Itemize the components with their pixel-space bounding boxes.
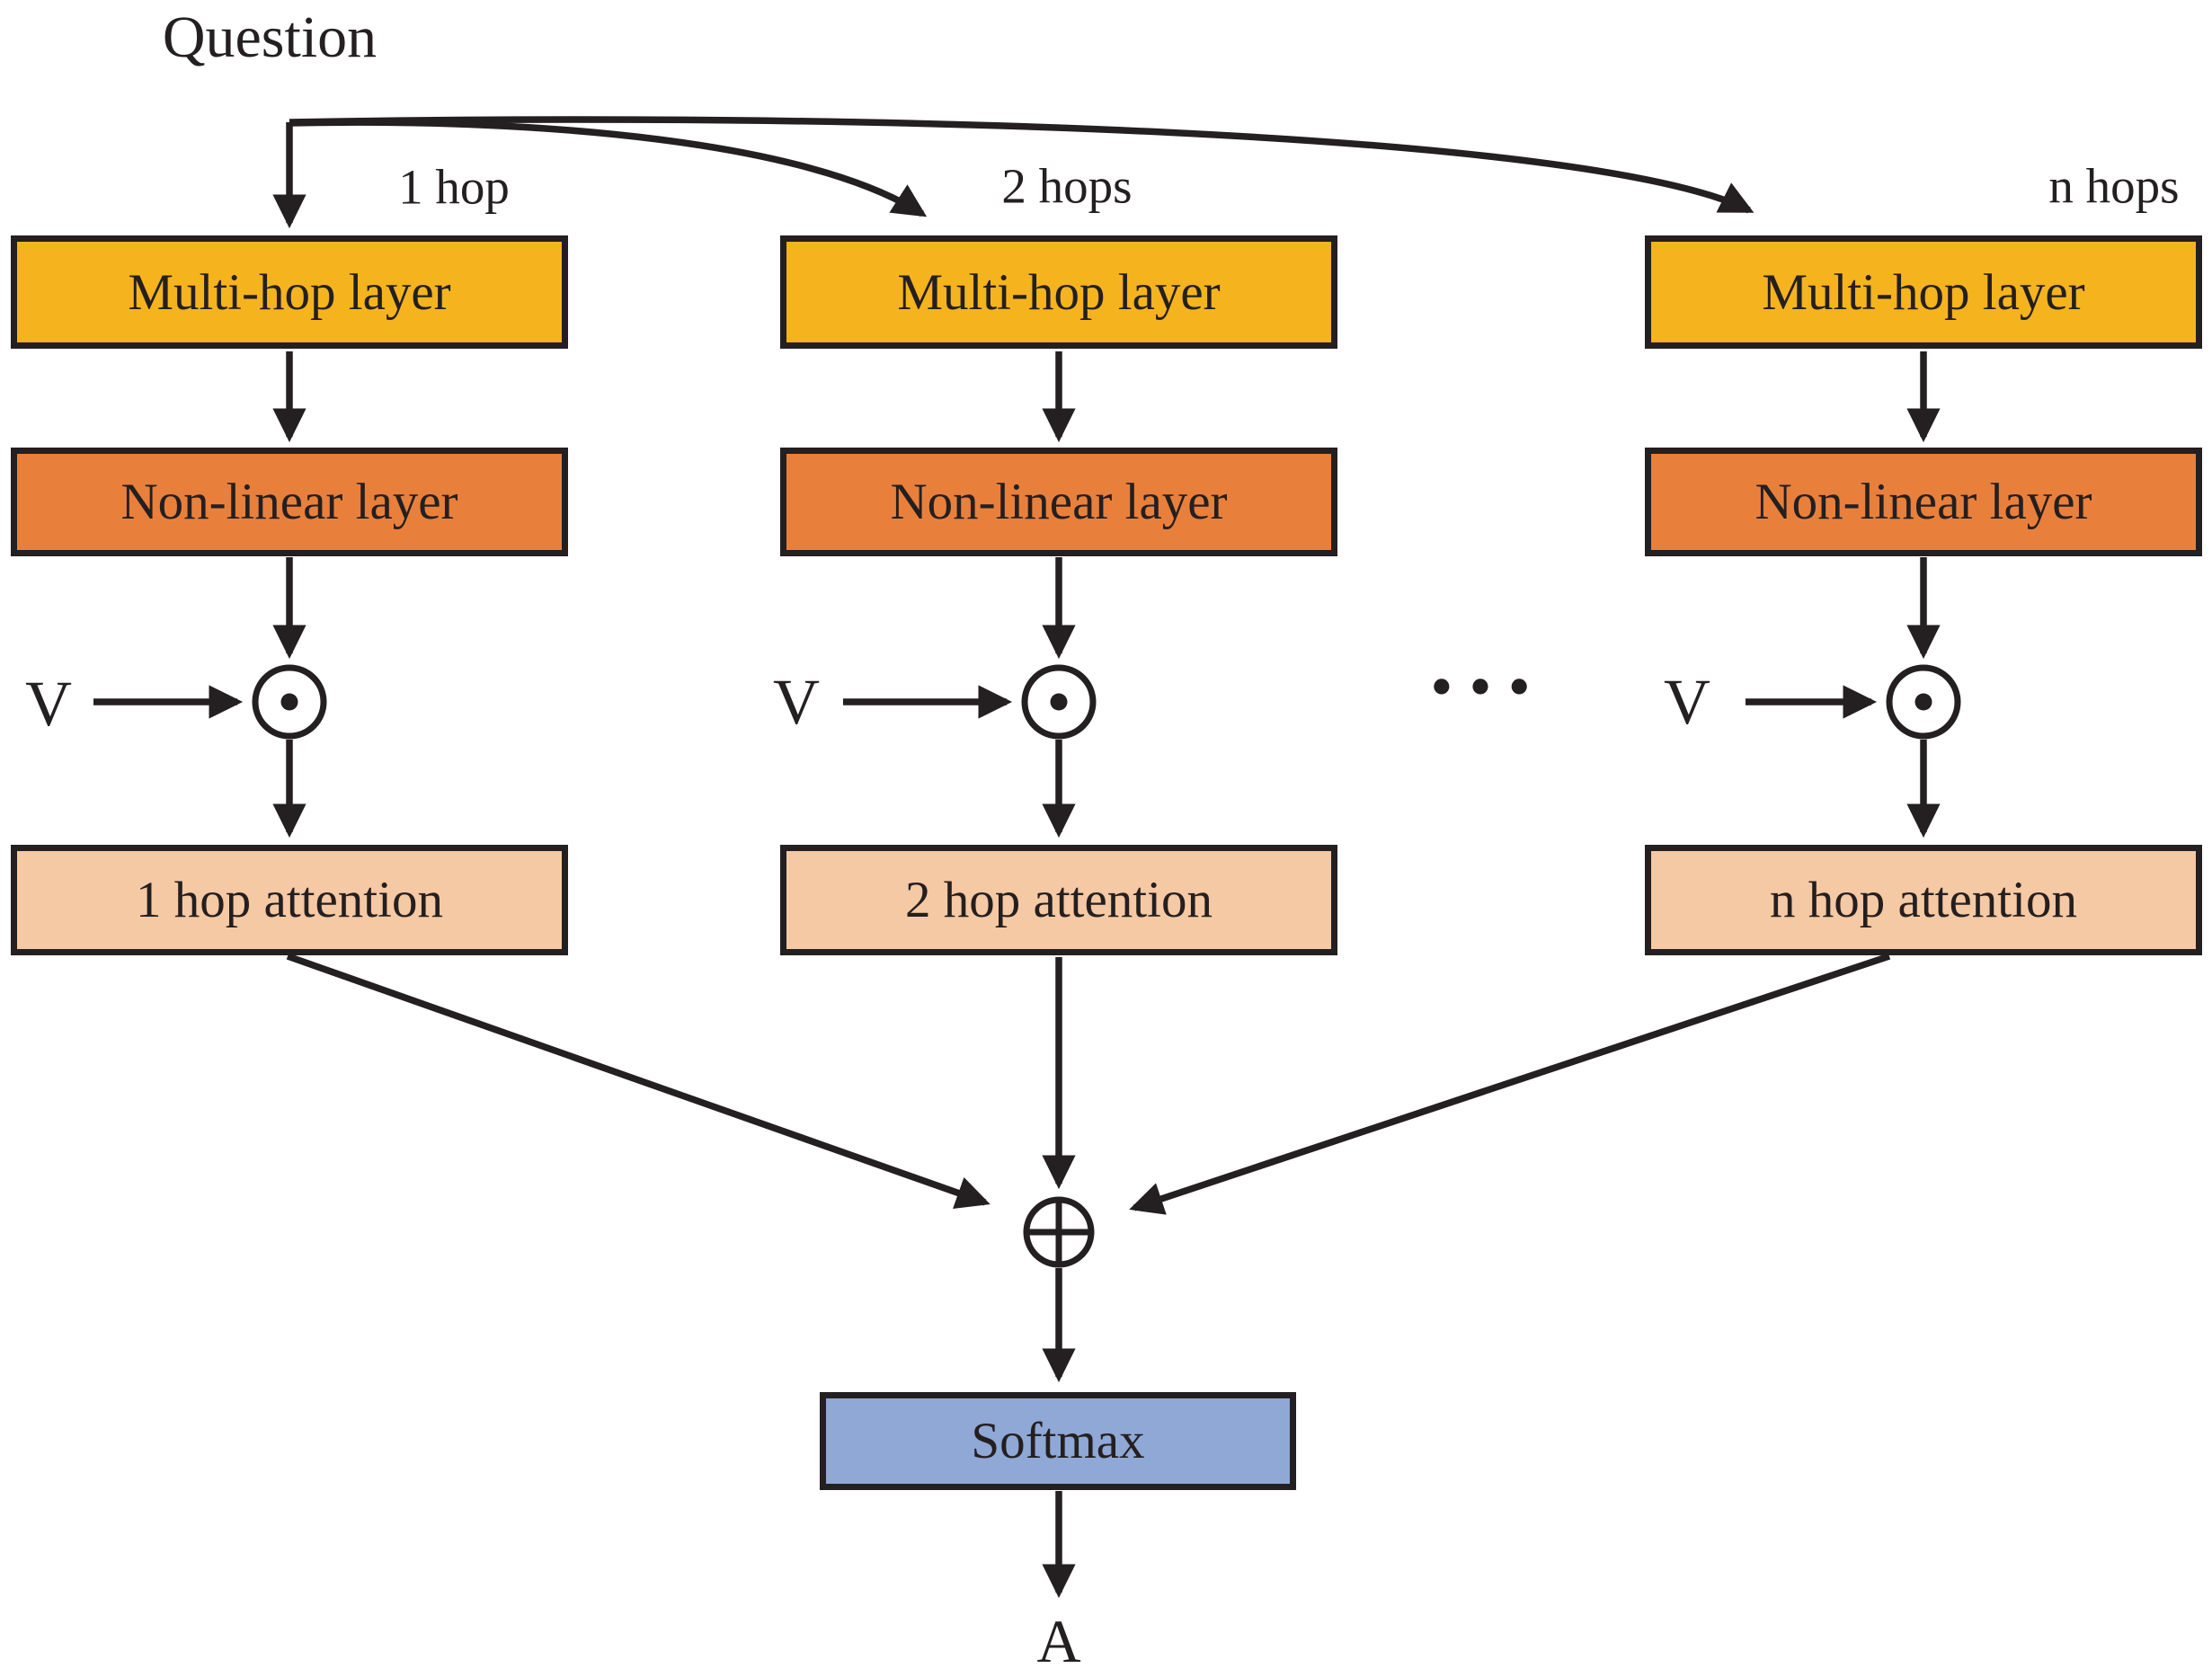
sum-icon (1023, 1196, 1095, 1268)
value-label-2: V (773, 666, 820, 738)
attention-label-n: n hop attention (1770, 872, 2077, 928)
arrow-question-to-multihop-2 (289, 119, 928, 217)
attention-box-2: 2 hop attention (780, 845, 1337, 955)
nonlinear-layer-label-1: Non-linear layer (120, 474, 458, 530)
answer-label: A (1036, 1607, 1081, 1675)
elementwise-product-icon-2 (1021, 664, 1097, 740)
multihop-layer-label-n: Multi-hop layer (1762, 263, 2085, 321)
nonlinear-layer-box-n: Non-linear layer (1645, 448, 2202, 556)
nonlinear-layer-box-2: Non-linear layer (780, 448, 1337, 556)
multihop-layer-label-2: Multi-hop layer (897, 263, 1221, 321)
multihop-layer-box-2: Multi-hop layer (780, 235, 1337, 349)
value-label-n: V (1664, 666, 1710, 738)
attention-box-1: 1 hop attention (11, 845, 568, 955)
value-label-1: V (25, 668, 72, 740)
nonlinear-layer-label-2: Non-linear layer (890, 474, 1228, 530)
attention-label-2: 2 hop attention (905, 872, 1213, 928)
multihop-layer-label-1: Multi-hop layer (128, 263, 451, 321)
attention-label-1: 1 hop attention (136, 872, 443, 928)
nonlinear-layer-label-n: Non-linear layer (1754, 474, 2092, 530)
multihop-layer-box-1: Multi-hop layer (11, 235, 568, 349)
softmax-box: Softmax (820, 1392, 1296, 1490)
arrow-attentionN-to-sum (1129, 953, 1891, 1215)
softmax-label: Softmax (971, 1413, 1145, 1469)
question-label: Question (162, 4, 378, 70)
nonlinear-layer-box-1: Non-linear layer (11, 448, 568, 556)
attention-box-n: n hop attention (1645, 845, 2202, 955)
arrow-attention1-to-sum (286, 953, 991, 1210)
hop-count-label-1: 1 hop (398, 159, 510, 215)
elementwise-product-icon-n (1886, 664, 1961, 740)
arrow-question-to-multihop-n (289, 116, 1754, 214)
ellipsis-dots: ••• (1430, 651, 1547, 723)
hop-count-label-2: 2 hops (1001, 158, 1133, 214)
elementwise-product-icon-1 (252, 664, 327, 740)
hop-count-label-n: n hops (2048, 158, 2180, 214)
multihop-layer-box-n: Multi-hop layer (1645, 235, 2202, 349)
